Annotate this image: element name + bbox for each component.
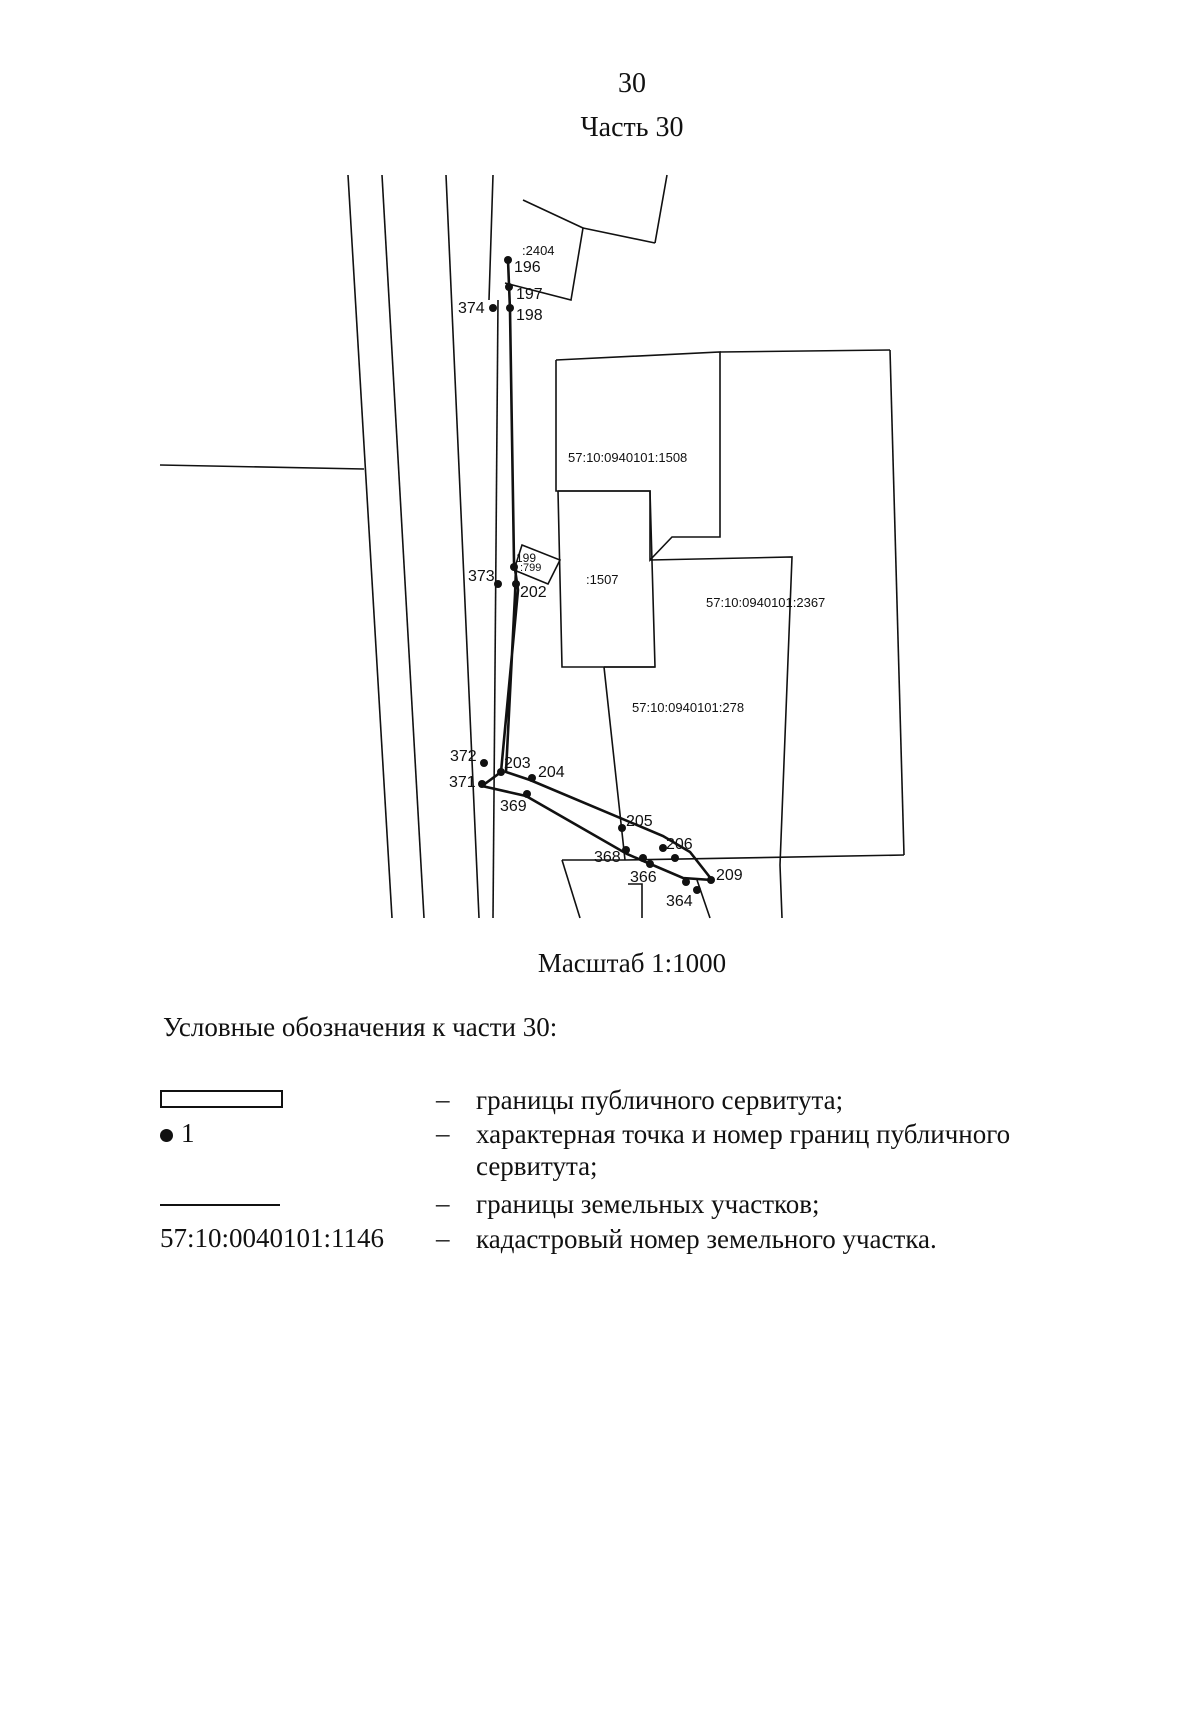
point-209 (707, 876, 715, 884)
parcel-label-2367: 57:10:0940101:2367 (706, 595, 825, 610)
parcel-799-boundary (513, 543, 562, 586)
point-198 (506, 304, 514, 312)
point-196 (504, 256, 512, 264)
point-label: 364 (666, 893, 693, 910)
point-label: 206 (666, 836, 693, 853)
point-204 (528, 774, 536, 782)
point-label: 199 (516, 551, 536, 565)
parcel-boundary (719, 349, 891, 353)
point-364 (693, 886, 701, 894)
point-label: 197 (516, 286, 543, 303)
cadastral-map: :2404 57:10:0940101:1508 :1507 57:10:094… (159, 174, 905, 919)
road-line (381, 174, 425, 919)
point-372 (480, 759, 488, 767)
parcel-boundary (654, 174, 668, 244)
road-line (492, 299, 499, 919)
point-label: 372 (450, 748, 477, 765)
point-extra-1 (639, 854, 647, 862)
point-label: 204 (538, 764, 565, 781)
point-371 (478, 780, 486, 788)
point-extra-2 (671, 854, 679, 862)
part-title: Часть 30 (580, 112, 684, 143)
point-label: 203 (504, 755, 531, 772)
legend-description: кадастровый номер земельного участка. (476, 1224, 937, 1254)
parcel-2367-boundary (649, 556, 793, 919)
road-line (488, 174, 494, 301)
parcel-boundary (696, 879, 711, 919)
road-line (445, 174, 480, 919)
parcel-boundary (889, 349, 905, 856)
point-label: 196 (514, 259, 541, 276)
parcel-boundary (624, 854, 905, 861)
point-202 (512, 580, 520, 588)
scale-label: Масштаб 1:1000 (537, 948, 727, 978)
point-369 (523, 790, 531, 798)
servitude-boundary-symbol (160, 1090, 283, 1108)
legend-dash: – (436, 1084, 450, 1114)
point-label: 205 (626, 813, 653, 830)
parcel-label-278: 57:10:0940101:278 (632, 700, 744, 715)
parcel-boundary-symbol (160, 1204, 280, 1206)
point-label: 202 (520, 584, 547, 601)
parcel-label-799: :799 (520, 562, 541, 574)
point-label: 374 (458, 300, 485, 317)
parcel-label-2404: :2404 (522, 243, 555, 258)
point-206 (659, 844, 667, 852)
legend-dash: – (436, 1118, 450, 1148)
point-label: 366 (630, 869, 657, 886)
legend-description: границы публичного сервитута; (476, 1085, 844, 1115)
parcel-boundary (628, 883, 643, 918)
point-368 (622, 846, 630, 854)
legend-description: границы земельных участков; (476, 1189, 820, 1219)
parcel-label-1507: :1507 (586, 572, 619, 587)
parcel-boundary (561, 859, 581, 919)
legend-description: характерная точка и номер границ публичн… (476, 1119, 1011, 1181)
legend-title: Условные обозначения к части 30: (163, 1012, 558, 1042)
point-symbol-number: 1 (181, 1118, 195, 1148)
point-dot-icon (160, 1129, 173, 1143)
point-label: 209 (716, 867, 743, 884)
road-line (347, 174, 393, 919)
point-374 (489, 304, 497, 312)
page-number: 30 (618, 68, 646, 99)
point-203 (497, 768, 505, 776)
parcel-label-1508: 57:10:0940101:1508 (568, 450, 687, 465)
point-label: 369 (500, 798, 527, 815)
point-label: 368 (594, 849, 621, 866)
legend-dash: – (436, 1223, 450, 1253)
point-199 (510, 563, 518, 571)
parcel-boundary (582, 227, 656, 244)
point-label: 371 (449, 774, 476, 791)
road-line (159, 464, 365, 470)
point-label: 198 (516, 307, 543, 324)
legend-dash: – (436, 1188, 450, 1218)
point-373 (494, 580, 502, 588)
point-label: 373 (468, 568, 495, 585)
point-205 (618, 824, 626, 832)
point-366 (646, 860, 654, 868)
cadastral-number-example: 57:10:0040101:1146 (160, 1223, 385, 1253)
point-symbol: 1 (160, 1118, 195, 1149)
parcel-2404-boundary (504, 199, 584, 301)
point-197 (505, 283, 513, 291)
point-extra-3 (682, 878, 690, 886)
